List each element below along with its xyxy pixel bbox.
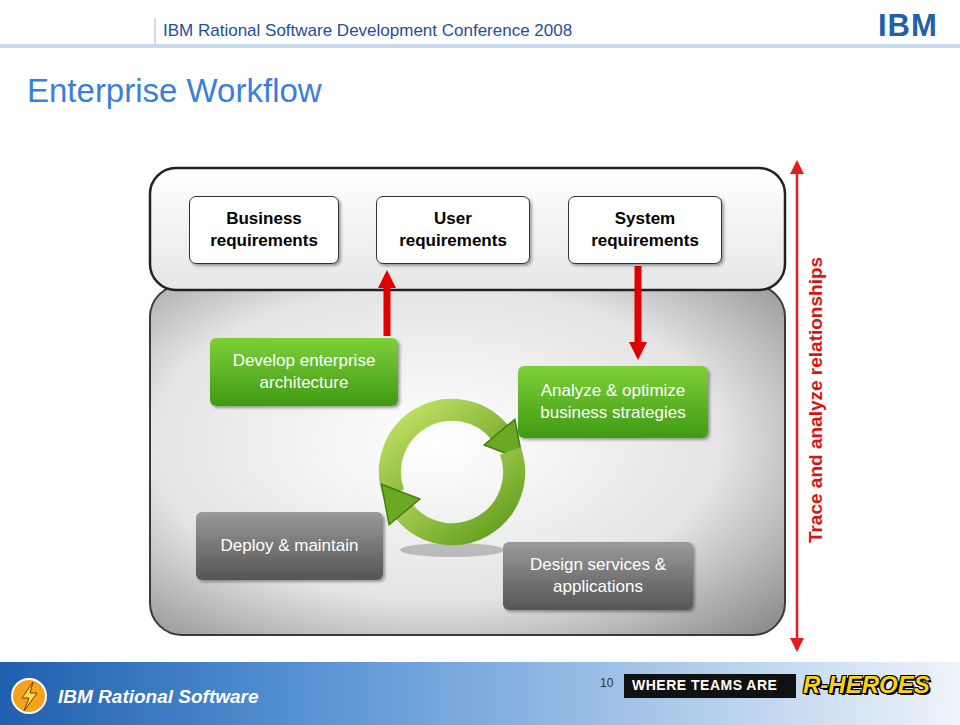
requirements-band xyxy=(150,168,785,290)
box-label: Deploy & maintain xyxy=(221,535,359,557)
footer-icon xyxy=(12,679,46,713)
slogan: WHERE TEAMS ARE xyxy=(632,677,777,693)
requirement-arrow xyxy=(635,266,642,346)
box-label: Business requirements xyxy=(198,208,330,252)
slogan-logo: R-HEROES xyxy=(803,671,930,699)
requirement-box: Business requirements xyxy=(189,196,339,264)
activity-box: Develop enterprise architecture xyxy=(210,338,398,406)
cycle-arrow xyxy=(405,451,515,534)
header-rule xyxy=(0,44,960,48)
lower-panel xyxy=(150,285,785,635)
footer-bar xyxy=(0,662,960,725)
requirement-arrow xyxy=(384,284,391,336)
footer-brand: IBM Rational Software xyxy=(58,686,259,708)
footer-icon-bolt xyxy=(22,682,37,711)
header-divider xyxy=(155,18,156,44)
slide-title: Enterprise Workflow xyxy=(27,72,322,110)
trace-arrow xyxy=(796,162,799,650)
slogan-box xyxy=(624,674,796,698)
box-label: Analyze & optimize business strategies xyxy=(526,380,700,424)
company-logo: IBM xyxy=(878,8,938,44)
box-label: Develop enterprise architecture xyxy=(218,350,390,394)
activity-box: Deploy & maintain xyxy=(196,512,383,580)
cycle-arrow xyxy=(390,410,500,493)
activity-box: Design services & applications xyxy=(503,542,693,610)
box-label: System requirements xyxy=(577,208,713,252)
conference-name: IBM Rational Software Development Confer… xyxy=(163,21,572,41)
box-label: User requirements xyxy=(385,208,521,252)
requirement-box: User requirements xyxy=(376,196,530,264)
requirement-box: System requirements xyxy=(568,196,722,264)
trace-label: Trace and analyze relationships xyxy=(805,257,827,543)
activity-box: Analyze & optimize business strategies xyxy=(518,366,708,438)
box-label: Design services & applications xyxy=(511,554,685,598)
page-number: 10 xyxy=(600,676,613,690)
